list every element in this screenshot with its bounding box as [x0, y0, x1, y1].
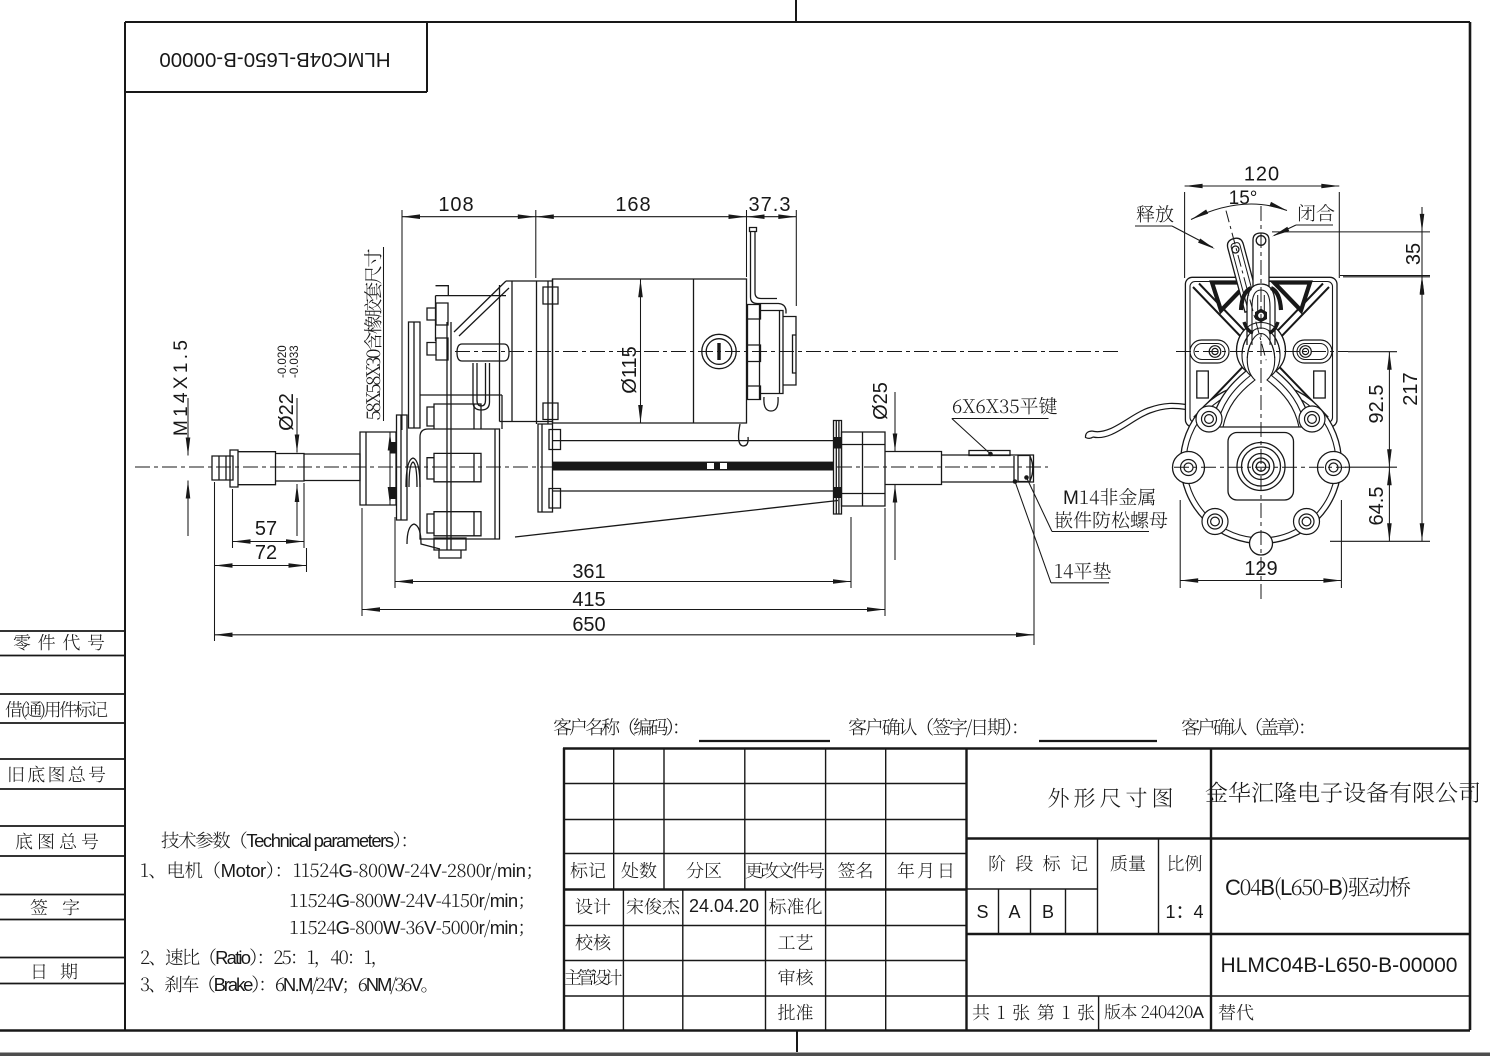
svg-text:35: 35 — [1403, 243, 1425, 265]
svg-text:-0.033: -0.033 — [289, 345, 301, 378]
svg-text:C04B(L650-B)驱动桥: C04B(L650-B)驱动桥 — [1225, 871, 1411, 902]
svg-text:审核: 审核 — [778, 964, 814, 990]
svg-text:版本 240420A: 版本 240420A — [1104, 998, 1205, 1023]
svg-text:2、速比（Ratio）：25：1，40：1，: 2、速比（Ratio）：25：1，40：1， — [140, 944, 389, 970]
svg-text:宋俊杰: 宋俊杰 — [626, 893, 680, 919]
svg-text:HLMC04B-L650-B-00000: HLMC04B-L650-B-00000 — [1221, 954, 1458, 977]
svg-text:校核: 校核 — [575, 929, 611, 955]
svg-text:168: 168 — [615, 194, 651, 216]
svg-text:37.3: 37.3 — [749, 194, 792, 216]
svg-text:57: 57 — [255, 518, 277, 540]
svg-text:比例: 比例 — [1167, 850, 1203, 876]
svg-text:释放: 释放 — [1136, 200, 1174, 227]
svg-text:借(通)用件标记: 借(通)用件标记 — [5, 696, 108, 722]
svg-text:年 月 日: 年 月 日 — [897, 857, 955, 883]
svg-text:1：4: 1：4 — [1165, 902, 1203, 922]
svg-text:共 1 张 第 1 张: 共 1 张 第 1 张 — [972, 999, 1095, 1025]
svg-text:金华汇隆电子设备有限公司: 金华汇隆电子设备有限公司 — [1205, 775, 1481, 808]
svg-text:处数: 处数 — [621, 857, 657, 883]
svg-text:旧底图总号: 旧底图总号 — [7, 761, 106, 787]
svg-text:361: 361 — [572, 561, 605, 583]
svg-text:日期: 日期 — [30, 958, 78, 984]
svg-text:S: S — [976, 902, 988, 922]
svg-text:14平垫: 14平垫 — [1054, 557, 1111, 584]
svg-text:分区: 分区 — [686, 857, 722, 883]
svg-text:6X6X35平键: 6X6X35平键 — [952, 392, 1058, 419]
svg-text:替代: 替代 — [1218, 999, 1254, 1025]
svg-text:650: 650 — [572, 614, 605, 636]
svg-text:217: 217 — [1400, 372, 1422, 405]
svg-text:底图总号: 底图总号 — [15, 828, 99, 854]
svg-text:外形尺寸图: 外形尺寸图 — [1048, 782, 1174, 813]
svg-text:415: 415 — [572, 589, 605, 611]
svg-text:15°: 15° — [1229, 188, 1258, 209]
svg-text:1、电机（Motor）：11524G-800W-24V-28: 1、电机（Motor）：11524G-800W-24V-2800r/min； — [140, 857, 544, 883]
svg-text:11524G-800W-36V-5000r/min；: 11524G-800W-36V-5000r/min； — [289, 914, 536, 940]
svg-text:58X58X30含橡胶套尺寸: 58X58X30含橡胶套尺寸 — [359, 249, 386, 421]
svg-text:72: 72 — [255, 542, 277, 564]
svg-text:-0.020: -0.020 — [277, 345, 289, 378]
svg-text:技术参数（Technical parameters）：: 技术参数（Technical parameters）： — [161, 827, 419, 853]
svg-text:标准化: 标准化 — [769, 893, 823, 919]
svg-text:3、刹车（Brake）：6N.M/24V；6NM/36V。: 3、刹车（Brake）：6N.M/24V；6NM/36V。 — [140, 971, 439, 997]
svg-text:120: 120 — [1244, 164, 1280, 186]
svg-text:客户确认（盖章）：: 客户确认（盖章）： — [1181, 713, 1317, 740]
svg-text:A: A — [1008, 902, 1020, 922]
svg-text:质量: 质量 — [1110, 850, 1146, 876]
svg-text:客户确认（签字/日期）：: 客户确认（签字/日期）： — [848, 713, 1030, 740]
svg-text:标记: 标记 — [570, 857, 606, 883]
svg-text:92.5: 92.5 — [1366, 385, 1388, 424]
svg-text:M14X1.5: M14X1.5 — [171, 340, 192, 436]
svg-text:M14非金属: M14非金属 — [1063, 483, 1156, 510]
svg-text:工艺: 工艺 — [778, 929, 814, 955]
svg-text:B: B — [1042, 902, 1054, 922]
svg-text:签字: 签字 — [30, 894, 80, 920]
svg-text:64.5: 64.5 — [1366, 487, 1388, 526]
svg-text:签名: 签名 — [838, 857, 874, 883]
svg-text:嵌件防松螺母: 嵌件防松螺母 — [1054, 506, 1168, 533]
svg-text:设计: 设计 — [575, 893, 611, 919]
svg-text:108: 108 — [438, 194, 474, 216]
svg-text:批准: 批准 — [778, 999, 814, 1025]
svg-text:阶 段 标 记: 阶 段 标 记 — [988, 850, 1088, 876]
svg-text:更改文件号: 更改文件号 — [745, 857, 825, 883]
svg-text:11524G-800W-24V-4150r/min；: 11524G-800W-24V-4150r/min； — [289, 887, 536, 913]
svg-text:Ø115: Ø115 — [619, 346, 641, 393]
svg-text:Ø25: Ø25 — [870, 382, 892, 420]
svg-text:客户名称（编码）：: 客户名称（编码）： — [553, 713, 691, 740]
svg-text:24.04.20: 24.04.20 — [689, 896, 759, 916]
svg-text:闭合: 闭合 — [1297, 199, 1335, 226]
svg-text:129: 129 — [1244, 558, 1277, 580]
svg-text:Ø22: Ø22 — [276, 393, 298, 431]
svg-text:HLMC04B-L650-B-00000: HLMC04B-L650-B-00000 — [159, 48, 390, 71]
svg-text:零件代号: 零件代号 — [13, 629, 105, 655]
svg-text:主管设计: 主管设计 — [564, 964, 623, 990]
